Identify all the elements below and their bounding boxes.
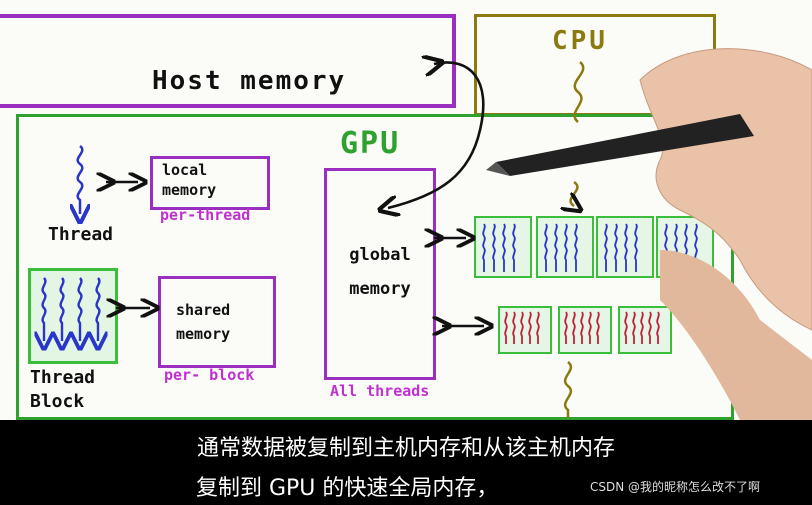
subtitle-line-1: 通常数据被复制到主机内存和从该主机内存 — [0, 430, 812, 462]
bottom-squiggle — [565, 362, 571, 418]
cpu-squiggle — [575, 62, 584, 122]
cpu-down-arrow — [571, 182, 578, 206]
thread-block-squiggles — [43, 278, 100, 341]
bottom-block-squiggles — [505, 312, 659, 344]
subtitle-line-2: 复制到 GPU 的快速全局内存， — [196, 470, 498, 502]
hand-with-pen — [486, 49, 812, 420]
thread-squiggle — [78, 146, 83, 214]
host-global-arrow — [388, 62, 483, 208]
diagram-strokes — [0, 0, 812, 420]
watermark: CSDN @我的昵称怎么改不了啊 — [590, 478, 760, 495]
